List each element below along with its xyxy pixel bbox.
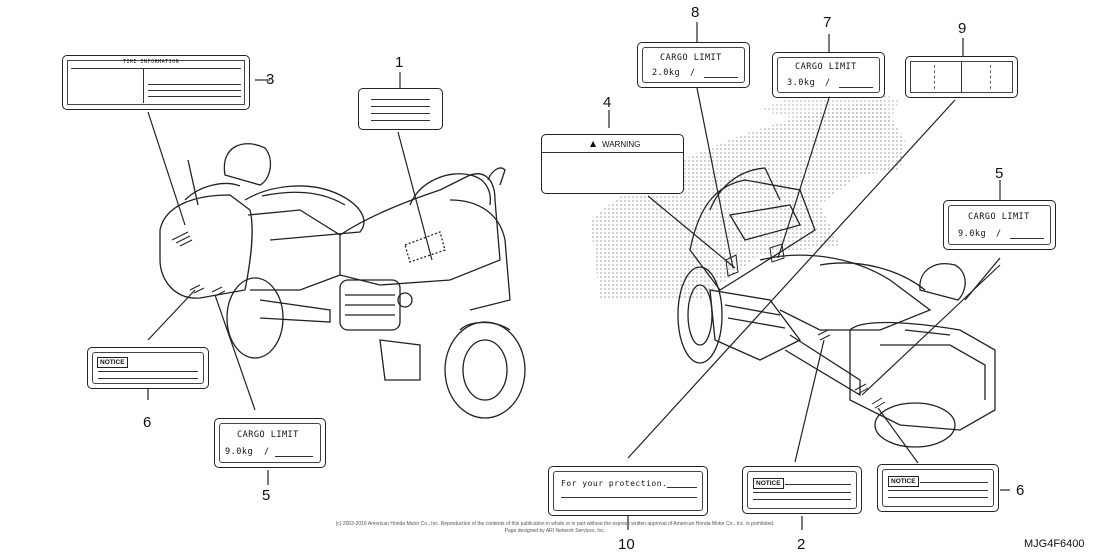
callout-10: 10: [618, 536, 635, 553]
label-8-cargo: CARGO LIMIT 2.0kg /: [637, 42, 750, 88]
label-2-notice: NOTICE: [742, 466, 862, 514]
label-5r-inner: [948, 205, 1051, 245]
label-3-divider: [71, 68, 241, 69]
notice-badge: NOTICE: [753, 478, 784, 489]
notice-badge: NOTICE: [888, 476, 919, 487]
label-8-inner: [642, 47, 745, 83]
label-4-divider: [542, 152, 683, 153]
label-5-inner: [219, 423, 321, 463]
cargo-title: CARGO LIMIT: [795, 62, 857, 72]
label-3-tire-information: TIRE INFORMATION: [62, 55, 250, 110]
callout-5-left: 5: [262, 487, 271, 504]
label-9: [905, 56, 1018, 98]
label-3-vertical: [143, 68, 144, 103]
cargo-value: 2.0kg: [652, 68, 681, 78]
label-6-notice-right: NOTICE: [877, 464, 999, 512]
cargo-title: CARGO LIMIT: [237, 430, 299, 440]
copyright-text: (c) 2003-2016 American Honda Motor Co., …: [335, 521, 775, 527]
callout-4: 4: [603, 94, 612, 111]
label-6-line: [98, 371, 198, 372]
label-5-cargo-left: CARGO LIMIT 9.0kg /: [214, 418, 326, 468]
protection-text: For your protection.: [561, 479, 668, 488]
label-2-line: [753, 492, 851, 493]
right-motorcycle-drawing: [677, 167, 1001, 448]
label-9-divider: [961, 61, 962, 93]
label-6r-line: [888, 497, 988, 498]
label-1: [358, 88, 443, 130]
callout-6-right: 6: [1016, 482, 1025, 499]
callout-9: 9: [958, 20, 967, 37]
cargo-blank: [839, 87, 873, 88]
label-5-cargo-right: CARGO LIMIT 9.0kg /: [943, 200, 1056, 250]
label-10-line: [667, 487, 697, 488]
label-1-line: [371, 99, 430, 100]
cargo-blank: [1010, 238, 1044, 239]
leader-lines: [147, 22, 1010, 530]
cargo-slash: /: [825, 78, 831, 88]
label-10-protection: For your protection.: [548, 466, 708, 516]
callout-7: 7: [823, 14, 832, 31]
label-7-inner: [777, 57, 880, 93]
label-3-inner: [67, 60, 245, 105]
callout-5-right: 5: [995, 165, 1004, 182]
cargo-title: CARGO LIMIT: [660, 53, 722, 63]
label-7-cargo: CARGO LIMIT 3.0kg /: [772, 52, 885, 98]
callout-8: 8: [691, 4, 700, 21]
cargo-blank: [704, 77, 738, 78]
label-2-inner: [747, 471, 857, 509]
warning-text: WARNING: [602, 140, 641, 149]
cargo-slash: /: [996, 229, 1002, 239]
cargo-slash: /: [264, 447, 270, 457]
cargo-value: 9.0kg: [225, 447, 254, 457]
callout-1: 1: [395, 54, 404, 71]
notice-badge: NOTICE: [97, 357, 128, 368]
cargo-slash: /: [690, 68, 696, 78]
tire-info-title: TIRE INFORMATION: [123, 59, 180, 65]
callout-6-left: 6: [143, 414, 152, 431]
label-4-warning: ▲ WARNING: [541, 134, 684, 194]
warning-icon: ▲: [590, 139, 597, 148]
label-6-notice-left: NOTICE: [87, 347, 209, 389]
stipple-background: [590, 91, 905, 300]
callout-2: 2: [797, 536, 806, 553]
copyright-notice: (c) 2003-2016 American Honda Motor Co., …: [320, 521, 790, 535]
diagram-code: MJG4F6400: [1024, 538, 1085, 550]
label-10-line: [561, 497, 697, 498]
label-1-line: [371, 120, 430, 121]
cargo-blank: [275, 456, 313, 457]
cargo-value: 3.0kg: [787, 78, 816, 88]
label-9-dash: [934, 65, 935, 89]
cargo-value: 9.0kg: [958, 229, 987, 239]
label-10-inner: [553, 471, 703, 511]
label-3-line: [148, 90, 241, 91]
label-2-line: [785, 484, 851, 485]
label-6-inner: [92, 352, 204, 384]
label-2-line: [753, 499, 851, 500]
label-3-line: [148, 84, 241, 85]
label-9-dash: [990, 65, 991, 89]
label-6r-inner: [882, 469, 994, 507]
left-motorcycle-drawing: [159, 143, 526, 419]
label-6r-line: [888, 490, 988, 491]
callout-3: 3: [266, 71, 275, 88]
label-1-line: [371, 113, 430, 114]
label-3-line: [148, 96, 241, 97]
page-info-text: Page designed by ARI Network Services, I…: [504, 528, 606, 534]
label-6r-line: [920, 482, 988, 483]
label-1-line: [371, 106, 430, 107]
cargo-title: CARGO LIMIT: [968, 212, 1030, 222]
label-6-line: [98, 378, 198, 379]
